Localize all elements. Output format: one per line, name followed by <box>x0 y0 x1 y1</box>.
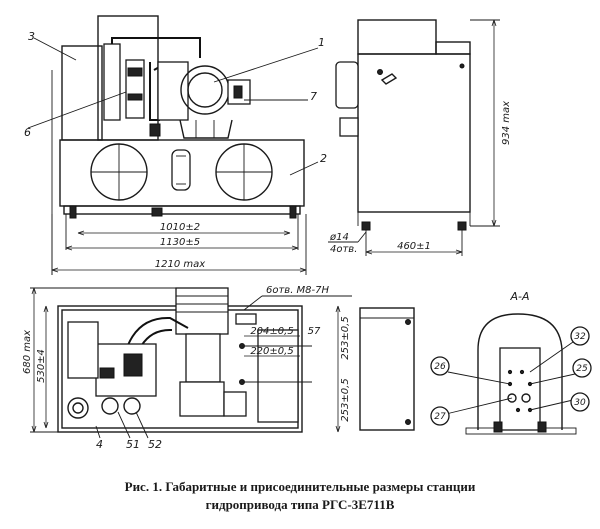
dim-1130: 1130±5 <box>160 237 200 248</box>
dim-460: 460±1 <box>397 241 431 252</box>
plan-view: 204±0,5 57 220±0,5 253±0,5 253±0,5 680 m… <box>22 285 352 451</box>
level-gauge <box>171 149 191 191</box>
dim-57: 57 <box>308 326 321 337</box>
callout-52: 52 <box>148 438 162 451</box>
small-side-body <box>359 307 415 431</box>
dim-220: 220±0,5 <box>250 346 293 357</box>
filter-housing <box>103 43 121 121</box>
small-side-view <box>359 307 415 431</box>
dim-253b: 253±0,5 <box>340 378 351 421</box>
circle-27: 27 <box>434 412 446 422</box>
plan-filter <box>67 321 99 379</box>
circle-30: 30 <box>574 398 586 408</box>
figure-caption: Рис. 1. Габаритные и присоединительные р… <box>0 478 600 514</box>
side-body <box>357 53 471 213</box>
circle-25: 25 <box>576 364 588 374</box>
plan-motor <box>175 287 229 335</box>
base-frame <box>63 205 301 215</box>
caption-line-2: гидропривода типа РГС-3Е711В <box>205 497 395 512</box>
dim-6holes: 6отв. М8-7Н <box>266 285 330 296</box>
side-cabinet-top <box>357 19 437 55</box>
dim-1010: 1010±2 <box>160 222 200 233</box>
dim-934: 934 max <box>501 101 512 145</box>
callout-1: 1 <box>318 36 325 49</box>
dim-d14: ø14 <box>329 232 349 243</box>
callout-2: 2 <box>320 152 327 165</box>
callout-51: 51 <box>126 438 140 451</box>
section-block <box>499 347 541 431</box>
caption-line-1: Рис. 1. Габаритные и присоединительные р… <box>124 479 476 494</box>
circle-26: 26 <box>434 362 446 372</box>
pump <box>157 61 189 121</box>
side-cabinet <box>61 45 103 141</box>
front-view: 1010±2 1130±5 1210 max 3 1 7 6 2 <box>24 15 327 275</box>
section-outline <box>477 313 563 430</box>
technical-drawing: 1010±2 1130±5 1210 max 3 1 7 6 2 <box>22 15 592 451</box>
circle-32: 32 <box>574 332 586 342</box>
callout-4: 4 <box>96 438 103 451</box>
dim-204: 204±0,5 <box>250 326 293 337</box>
callout-7: 7 <box>310 90 317 103</box>
side-motor <box>335 61 359 109</box>
side-view: 934 max 460±1 ø14 4отв. <box>328 19 512 256</box>
dim-530: 530±4 <box>36 349 47 383</box>
callout-3: 3 <box>28 30 35 43</box>
callout-6: 6 <box>24 126 31 139</box>
section-title: А-А <box>509 290 529 303</box>
dim-253a: 253±0,5 <box>340 316 351 359</box>
section-view: А-А 32 26 25 27 30 <box>430 290 592 435</box>
dim-680: 680 max <box>22 330 33 374</box>
dim-4holes: 4отв. <box>330 244 357 255</box>
pipe <box>111 37 201 58</box>
dim-1210: 1210 max <box>155 259 205 270</box>
